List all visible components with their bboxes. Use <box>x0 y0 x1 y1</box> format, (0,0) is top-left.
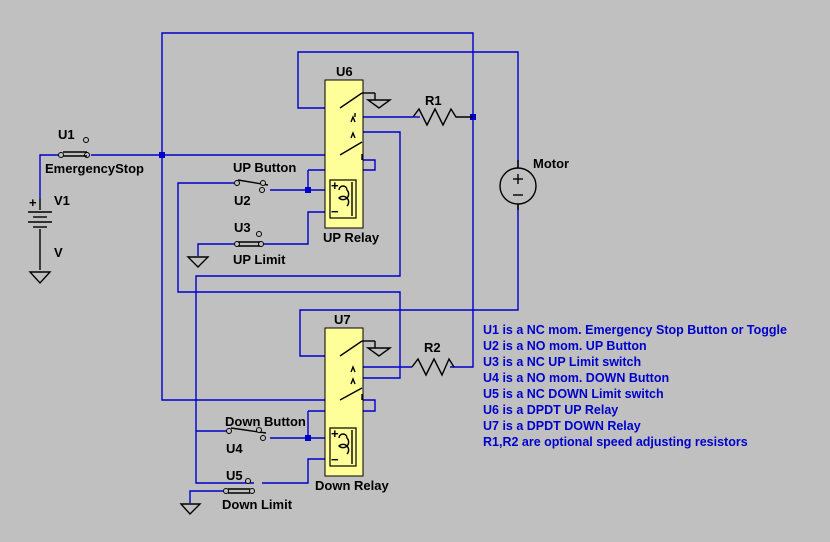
label-u2: U2 <box>234 193 251 208</box>
label-up-button: UP Button <box>233 160 296 175</box>
note-line: U3 is a NC UP Limit switch <box>483 355 641 369</box>
u7-coil-minus: − <box>331 452 339 467</box>
ground-u3 <box>186 256 210 268</box>
label-u5: U5 <box>226 468 243 483</box>
label-up-limit: UP Limit <box>233 252 286 267</box>
switch-u4-down-button <box>226 427 267 441</box>
label-down-button: Down Button <box>225 414 306 429</box>
label-down-limit: Down Limit <box>222 497 293 512</box>
label-emergency-stop: EmergencyStop <box>45 161 144 176</box>
switch-u5-down-limit <box>223 478 255 494</box>
wires <box>39 32 519 503</box>
note-line: R1,R2 are optional speed adjusting resis… <box>483 435 748 449</box>
label-motor: Motor <box>533 156 569 171</box>
resistor-r2 <box>411 357 455 377</box>
component-notes: U1 is a NC mom. Emergency Stop Button or… <box>483 323 787 449</box>
u6-coil-plus: + <box>331 178 339 193</box>
component-labels: U1 EmergencyStop V1 V U6 R1 UP Button U2… <box>45 64 569 512</box>
ground-u5 <box>179 503 202 516</box>
label-up-relay: UP Relay <box>323 230 380 245</box>
label-down-relay: Down Relay <box>315 478 389 493</box>
label-u3: U3 <box>234 220 251 235</box>
ground-battery <box>28 271 52 285</box>
label-u1: U1 <box>58 127 75 142</box>
resistor-r1 <box>412 107 473 127</box>
relay-u7: + − <box>324 327 393 477</box>
note-line: U5 is a NC DOWN Limit switch <box>483 387 664 401</box>
battery-v1: + <box>28 195 52 270</box>
label-r2: R2 <box>424 340 441 355</box>
u6-coil-minus: − <box>331 204 339 219</box>
note-line: U6 is a DPDT UP Relay <box>483 403 618 417</box>
label-u4: U4 <box>226 441 243 456</box>
switch-u2-up-button <box>234 179 269 193</box>
label-u7: U7 <box>334 312 351 327</box>
motor-symbol <box>499 160 537 210</box>
switch-u3-up-limit <box>234 231 264 247</box>
note-line: U1 is a NC mom. Emergency Stop Button or… <box>483 323 787 337</box>
battery-plus-sign: + <box>29 195 37 210</box>
junction-dots <box>159 114 476 441</box>
label-v: V <box>54 245 63 260</box>
note-line: U4 is a NO mom. DOWN Button <box>483 371 669 385</box>
label-r1: R1 <box>425 93 442 108</box>
label-v1: V1 <box>54 193 70 208</box>
label-u6: U6 <box>336 64 353 79</box>
note-line: U7 is a DPDT DOWN Relay <box>483 419 641 433</box>
u7-coil-plus: + <box>331 426 339 441</box>
switch-u1-estop <box>58 137 90 158</box>
relay-u6: + − <box>324 79 393 229</box>
note-line: U2 is a NO mom. UP Button <box>483 339 647 353</box>
